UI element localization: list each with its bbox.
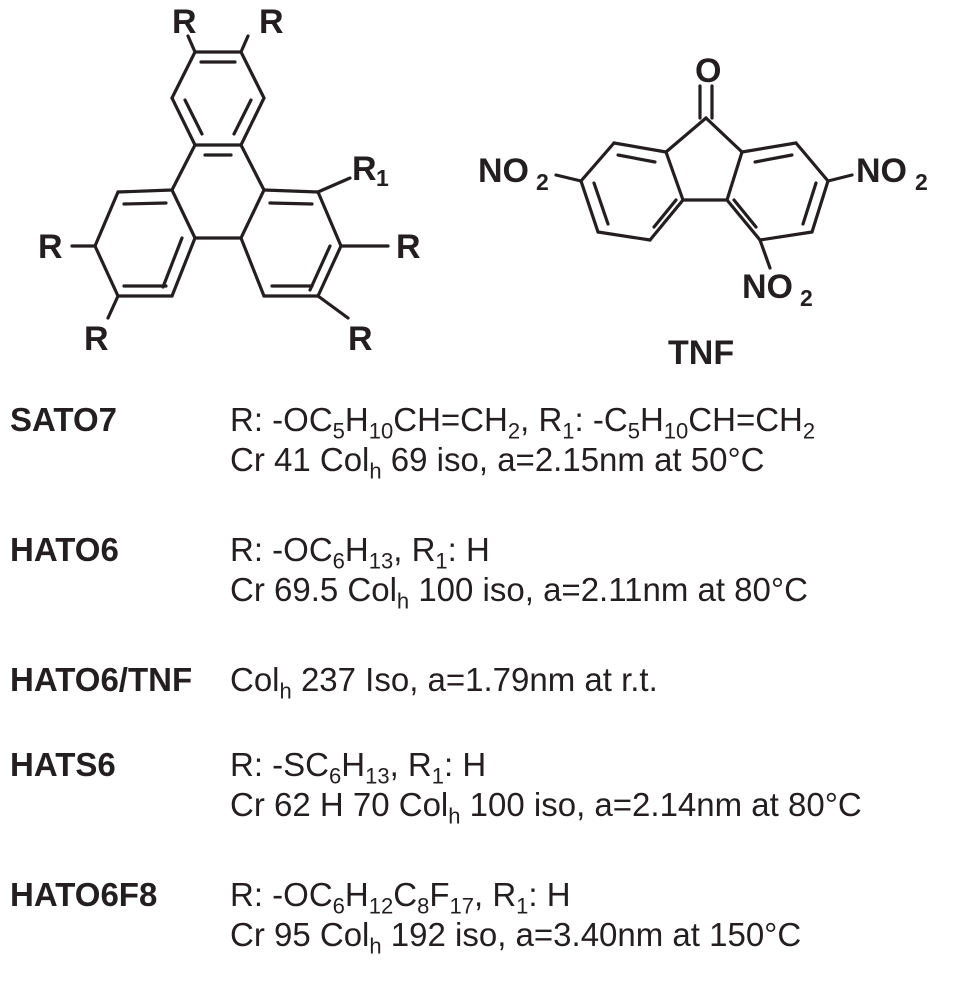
compound-description: Colh 237 Iso, a=1.79nm at r.t.: [230, 660, 658, 702]
formula-text: H: [341, 746, 366, 783]
formula-text: 100 iso, a=2.11nm at 80°C: [409, 571, 808, 608]
formula-text: , R: [474, 876, 517, 913]
compound-name: HATO6F8: [10, 876, 158, 913]
subscript-text: 13: [365, 763, 390, 789]
formula-text: Cr 62 H 70 Col: [230, 786, 449, 823]
formula-text: H: [344, 876, 369, 913]
formula-text: H: [344, 401, 369, 438]
nitro-index: 2: [536, 169, 549, 195]
formula-text: R: -SC: [230, 746, 329, 783]
subscript-text: 5: [627, 418, 640, 444]
subscript-text: 6: [329, 763, 342, 789]
substituent-r-label: R: [259, 3, 284, 41]
formula-text: 237 Iso, a=1.79nm at r.t.: [291, 661, 658, 698]
nitro-group-label: NO: [742, 268, 793, 306]
subscript-text: 5: [332, 418, 345, 444]
formula-text: 192 iso, a=3.40nm at 150°C: [381, 916, 802, 953]
subscript-text: 6: [332, 548, 345, 574]
subscript-text: 1: [431, 763, 444, 789]
subscript-text: 10: [663, 418, 689, 444]
substituent-r-label: R: [38, 228, 63, 266]
carbonyl-oxygen-label: O: [695, 52, 721, 90]
formula-text: H: [639, 401, 664, 438]
formula-text: : H: [528, 876, 571, 913]
chemical-structures: R R R R R R R 1: [38, 3, 928, 372]
substituent-r1-label: R: [352, 150, 377, 188]
formula-text: , R: [393, 531, 436, 568]
subscript-text: 2: [507, 418, 521, 444]
triphenylene-structure: R R R R R R R 1: [38, 3, 421, 358]
subscript-text: 6: [332, 893, 345, 919]
subscript-text: h: [448, 803, 461, 829]
substituent-r-label: R: [348, 320, 373, 358]
compound-description: R: -OC6H12C8F17, R1: H Cr 95 Colh 192 iso…: [230, 875, 802, 957]
subscript-text: 8: [417, 893, 430, 919]
substituent-r1-index: 1: [376, 165, 389, 191]
formula-text: R: -OC: [230, 531, 333, 568]
formula-text: F: [429, 876, 450, 913]
nitro-index: 2: [915, 169, 928, 195]
substituent-r-label: R: [172, 3, 197, 41]
substituent-r-label: R: [396, 228, 421, 266]
compound-name: HATO6/TNF: [10, 661, 193, 698]
nitro-index: 2: [800, 285, 813, 311]
formula-text: : H: [447, 531, 490, 568]
formula-text: : -C: [574, 401, 628, 438]
nitro-group-label: NO: [856, 152, 907, 190]
formula-text: CH=CH: [688, 401, 803, 438]
formula-text: 69 iso, a=2.15nm at 50°C: [381, 441, 765, 478]
subscript-text: h: [369, 933, 382, 959]
subscript-text: 17: [449, 893, 474, 919]
subscript-text: h: [279, 678, 292, 704]
subscript-text: 2: [802, 418, 816, 444]
formula-text: CH=CH: [393, 401, 508, 438]
compound-name: HATO6: [10, 531, 119, 568]
compound-name: HATS6: [10, 746, 116, 783]
subscript-text: 1: [516, 893, 529, 919]
formula-text: C: [393, 876, 418, 913]
formula-text: Cr 41 Col: [230, 441, 370, 478]
subscript-text: 12: [368, 893, 394, 919]
subscript-text: 1: [435, 548, 448, 574]
formula-text: Col: [230, 661, 280, 698]
formula-text: R: -OC: [230, 876, 333, 913]
subscript-text: h: [369, 458, 382, 484]
tnf-name-label: TNF: [668, 334, 734, 372]
compound-name: SATO7: [10, 401, 117, 438]
formula-text: , R: [389, 746, 432, 783]
formula-text: R: -OC: [230, 401, 333, 438]
nitro-group-label: NO: [478, 152, 529, 190]
subscript-text: h: [396, 588, 410, 614]
formula-text: H: [344, 531, 369, 568]
tnf-structure: O NO 2 NO 2 NO 2 TNF: [478, 52, 928, 372]
compound-description: R: -OC6H13, R1: H Cr 69.5 Colh 100 iso, a…: [230, 530, 808, 612]
formula-text: : H: [444, 746, 487, 783]
formula-text: Cr 95 Col: [230, 916, 370, 953]
subscript-text: 13: [368, 548, 394, 574]
subscript-text: 10: [368, 418, 394, 444]
formula-text: , R: [520, 401, 563, 438]
formula-text: Cr 69.5 Col: [230, 571, 397, 608]
subscript-text: 1: [562, 418, 575, 444]
formula-text: 100 iso, a=2.14nm at 80°C: [460, 786, 862, 823]
substituent-r-label: R: [84, 320, 109, 358]
